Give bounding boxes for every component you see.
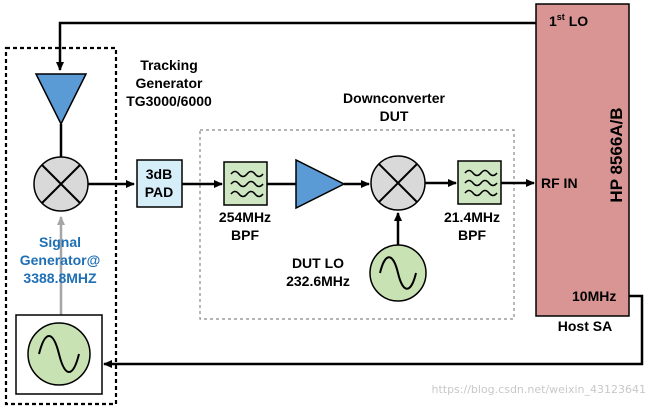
ref-10mhz-line (103, 294, 644, 368)
sine-wave-icon (38, 335, 80, 373)
tg-title-line3: TG3000/6000 (126, 93, 212, 109)
tg-title-line2: Generator (136, 75, 203, 91)
pad-label-line1: 3dB (146, 166, 172, 182)
sig-gen-label-line3: 3388.8MHZ (23, 270, 97, 286)
bpf21-label-line1: 21.4MHz (444, 209, 500, 225)
lo-feed-line (56, 21, 536, 71)
host-sa-box (535, 3, 630, 317)
mixer-icon (370, 155, 426, 211)
watermark: https://blog.csdn.net/weixin_43123641 (431, 383, 646, 396)
dut-lo-label-line1: DUT LO (292, 255, 344, 271)
tg-title-line1: Tracking (140, 57, 198, 73)
dut-enclosure (199, 129, 515, 320)
bpf21-label-line2: BPF (458, 227, 486, 243)
filter-icon (223, 161, 268, 206)
sine-wave-icon (379, 256, 417, 290)
sig-gen-label-line1: Signal (39, 234, 81, 250)
signal-generator-source (15, 314, 103, 395)
host-sa-caption: Host SA (558, 318, 612, 334)
amplifier-icon (295, 158, 346, 210)
dut-lo-oscillator (369, 244, 427, 302)
dut-lo-label-line2: 232.6MHz (286, 273, 350, 289)
rf-in-label: RF IN (541, 175, 578, 191)
amplifier-icon (34, 73, 88, 126)
lo-port-label: 1st LO (549, 12, 588, 29)
sig-gen-label-line2: Generator@ (20, 252, 101, 268)
filter-icon (457, 160, 502, 205)
pad-box (136, 159, 183, 208)
host-sa-model: HP 8566A/B (607, 107, 626, 202)
mixer-icon (33, 156, 89, 212)
bpf254-label-line1: 254MHz (219, 209, 271, 225)
pad-label-line2: PAD (145, 184, 174, 200)
ref-10mhz-label: 10MHz (572, 288, 616, 304)
bpf254-label-line2: BPF (231, 227, 259, 243)
tracking-generator-enclosure (4, 46, 118, 406)
dut-title-line2: DUT (380, 108, 409, 124)
dut-title-line1: Downconverter (343, 90, 445, 106)
